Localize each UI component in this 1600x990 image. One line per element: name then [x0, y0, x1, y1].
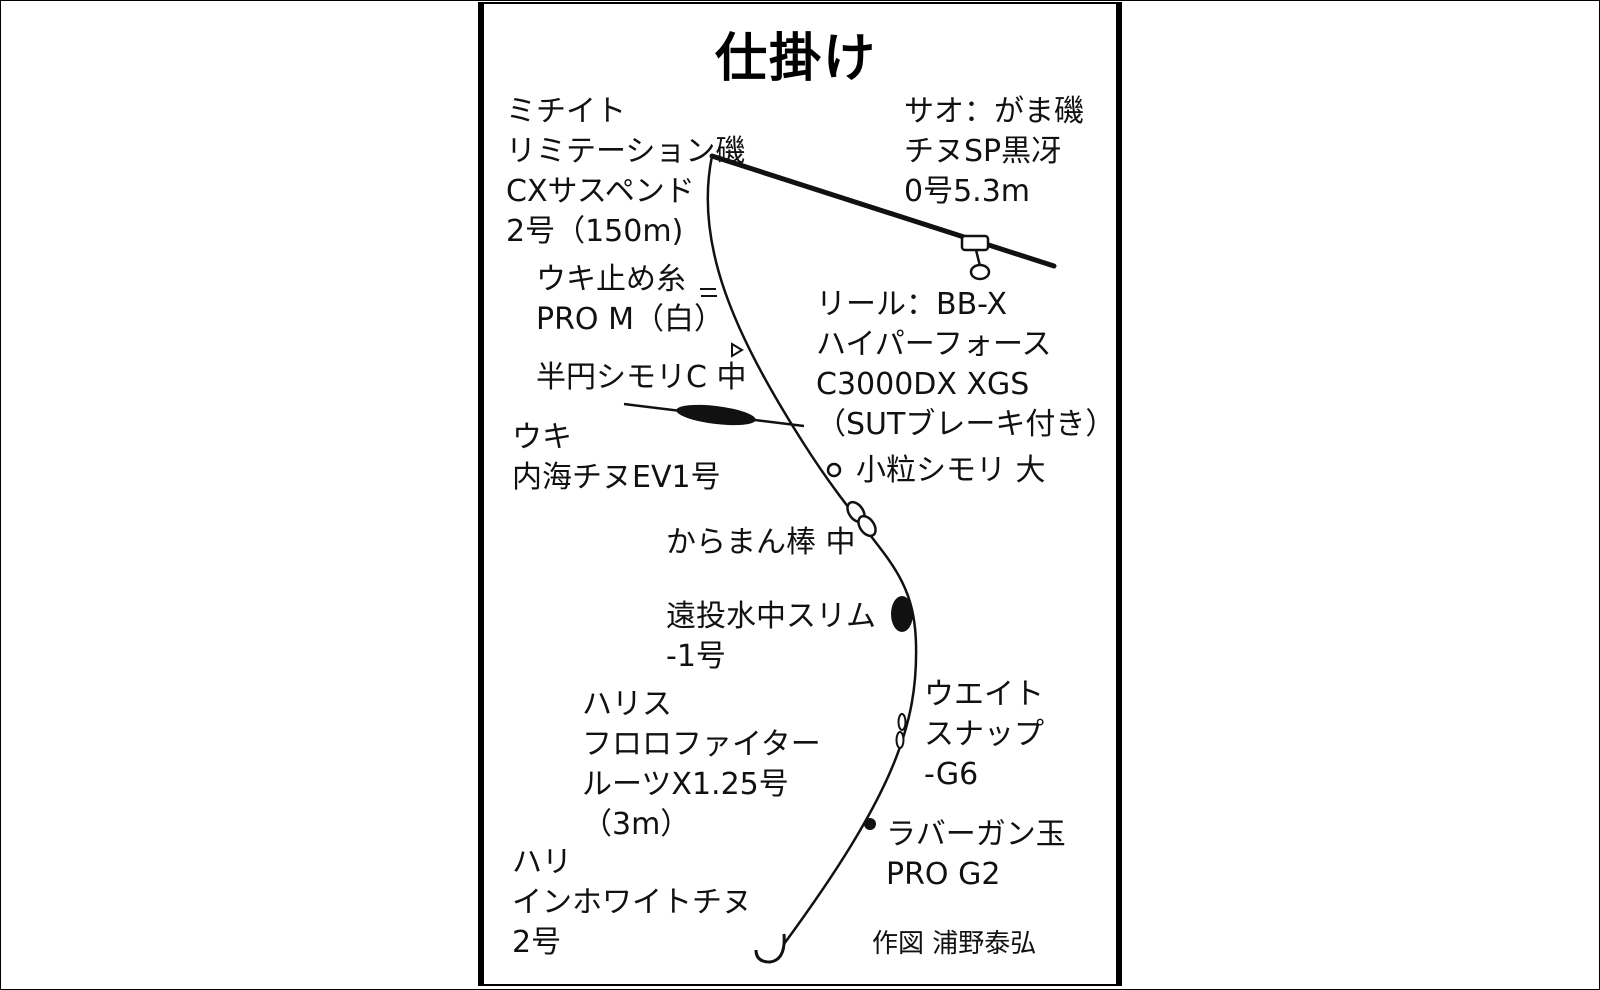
label-underwater-float: 遠投水中スリム -1号 [666, 599, 876, 674]
main-line [706, 155, 918, 945]
svg-text:内海チヌEV1号: 内海チヌEV1号 [512, 460, 721, 495]
label-main-line: ミチイト リミテーション磯 CXサスペンド 2号（150m) [506, 94, 745, 249]
svg-text:C3000DX XGS: C3000DX XGS [816, 367, 1029, 402]
svg-text:インホワイトチヌ: インホワイトチヌ [512, 885, 752, 920]
credit-text: 作図 浦野泰弘 [872, 929, 1036, 959]
svg-text:ラバーガン玉: ラバーガン玉 [886, 817, 1066, 852]
svg-text:ハリ: ハリ [512, 845, 572, 880]
stopper-knot-icon [700, 288, 717, 297]
svg-text:-G6: -G6 [924, 757, 978, 792]
svg-text:遠投水中スリム: 遠投水中スリム [666, 599, 876, 634]
svg-text:スナップ: スナップ [924, 717, 1044, 752]
hook-icon [754, 933, 786, 964]
reel-icon [960, 234, 991, 281]
svg-text:サオ：がま磯: サオ：がま磯 [904, 94, 1084, 129]
svg-text:ウキ止め糸: ウキ止め糸 [536, 262, 686, 297]
label-shimori-small: 小粒シモリ 大 [856, 453, 1046, 488]
svg-text:（SUTブレーキ付き）: （SUTブレーキ付き） [816, 407, 1115, 442]
svg-text:CXサスペンド: CXサスペンド [506, 174, 695, 209]
svg-text:ウキ: ウキ [512, 420, 572, 455]
svg-text:リール：BB-X: リール：BB-X [816, 287, 1007, 322]
svg-text:（3m）: （3m） [582, 807, 690, 842]
label-gantama: ラバーガン玉 PRO G2 [886, 817, 1066, 892]
label-harisu: ハリス フロロファイター ルーツX1.25号 （3m） [582, 687, 821, 842]
svg-text:PRO G2: PRO G2 [886, 857, 1000, 892]
svg-text:-1号: -1号 [666, 639, 726, 674]
svg-text:チヌSP黒冴: チヌSP黒冴 [904, 134, 1061, 169]
label-reel: リール：BB-X ハイパーフォース C3000DX XGS （SUTブレーキ付き… [816, 287, 1115, 442]
label-karaman: からまん棒 中 [666, 525, 856, 560]
svg-text:2号: 2号 [512, 925, 561, 960]
weight-snap-icon [895, 713, 907, 749]
diagram-title: 仕掛け [715, 29, 877, 89]
label-float: ウキ 内海チヌEV1号 [512, 420, 721, 495]
float-icon [623, 402, 805, 428]
svg-text:リミテーション磯: リミテーション磯 [506, 134, 745, 169]
svg-text:ウエイト: ウエイト [924, 677, 1044, 712]
svg-text:ミチイト: ミチイト [506, 94, 626, 129]
shimori-bead-icon [826, 462, 842, 478]
svg-text:0号5.3m: 0号5.3m [904, 174, 1030, 209]
rig-diagram: 仕掛け [506, 29, 1115, 964]
svg-text:ルーツX1.25号: ルーツX1.25号 [582, 767, 789, 802]
svg-text:2号（150m): 2号（150m) [506, 214, 683, 249]
underwater-float-icon [891, 596, 913, 632]
svg-text:ハイパーフォース: ハイパーフォース [816, 327, 1052, 362]
rod-line [709, 153, 1057, 269]
svg-text:PRO M（白）: PRO M（白） [536, 302, 724, 337]
label-shimori-c: 半円シモリC 中 [536, 360, 746, 395]
svg-text:ハリス: ハリス [582, 687, 672, 722]
gantama-icon [864, 818, 876, 830]
karaman-stick-icon [846, 500, 877, 538]
label-stopper: ウキ止め糸 PRO M（白） [536, 262, 724, 337]
shimori-c-icon [731, 342, 744, 358]
label-weight-snap: ウエイト スナップ -G6 [924, 677, 1044, 792]
svg-text:フロロファイター: フロロファイター [582, 727, 821, 762]
diagram-panel: 仕掛け [478, 2, 1122, 986]
label-hook: ハリ インホワイトチヌ 2号 [512, 845, 752, 960]
label-rod: サオ：がま磯 チヌSP黒冴 0号5.3m [904, 94, 1084, 209]
